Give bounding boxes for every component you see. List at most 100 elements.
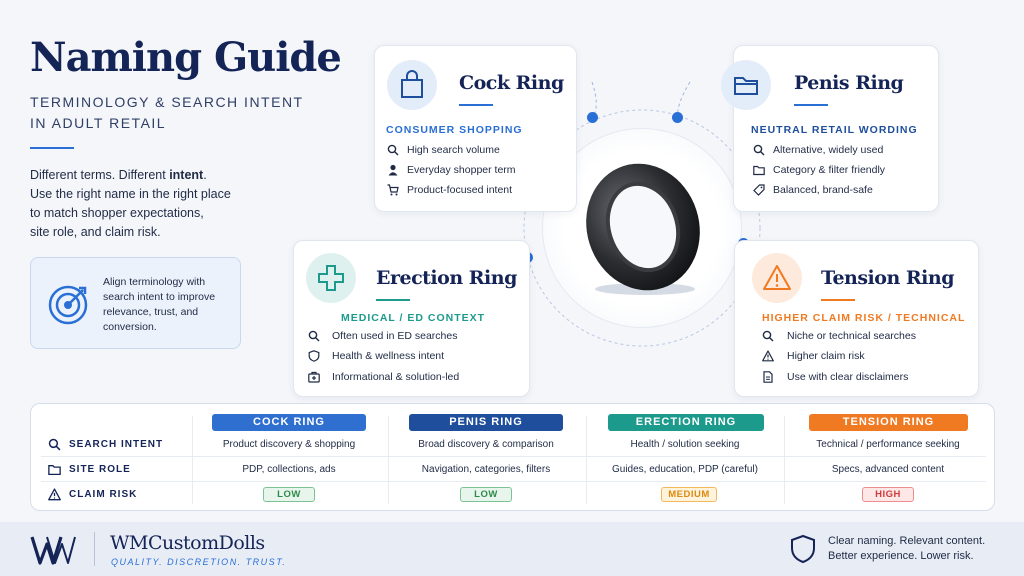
card-title: Erection Ring xyxy=(376,267,517,289)
feature-text: Balanced, brand-safe xyxy=(773,184,873,196)
row-label-search-intent: SEARCH INTENT xyxy=(69,439,164,450)
search-icon xyxy=(753,144,765,156)
first-aid-icon xyxy=(308,371,320,383)
folder-icon xyxy=(48,465,61,476)
shopping-bag-icon xyxy=(401,70,423,98)
title-underline xyxy=(794,104,828,106)
intro-text: Different terms. Different intent. Use t… xyxy=(30,166,270,242)
intro-line-1c: . xyxy=(203,168,207,182)
table-cell: Product discovery & shopping xyxy=(222,439,356,450)
callout-text: Align terminology with search intent to … xyxy=(103,276,216,333)
connector-dot-top-right xyxy=(672,112,683,123)
row-divider xyxy=(41,456,986,457)
page-subtitle: TERMINOLOGY & SEARCH INTENT IN ADULT RET… xyxy=(30,92,310,134)
warning-icon xyxy=(762,350,774,362)
column-divider xyxy=(784,416,785,504)
title-underline xyxy=(459,104,493,106)
brand-name: WMCustomDolls xyxy=(110,532,265,554)
comparison-table: COCK RING PENIS RING ERECTION RING TENSI… xyxy=(30,403,995,511)
column-header-penis-ring: PENIS RING xyxy=(409,414,563,431)
intro-line-2: Use the right name in the right place xyxy=(30,187,231,201)
folder-icon xyxy=(734,77,758,95)
intro-line-1b: intent xyxy=(169,168,204,182)
search-icon xyxy=(762,330,774,342)
warning-icon xyxy=(763,265,791,290)
card-title: Tension Ring xyxy=(821,267,954,289)
row-divider xyxy=(41,481,986,482)
feature-text: Alternative, widely used xyxy=(773,144,884,156)
table-cell: Navigation, categories, filters xyxy=(421,464,551,475)
slogan-line-2: Better experience. Lower risk. xyxy=(828,550,974,562)
column-divider xyxy=(586,416,587,504)
intro-line-1a: Different terms. Different xyxy=(30,168,170,182)
table-cell: Technical / performance seeking xyxy=(816,439,960,450)
folder-icon xyxy=(753,165,765,176)
feature-text: Higher claim risk xyxy=(787,350,865,362)
slogan-line-1: Clear naming. Relevant content. xyxy=(828,535,986,547)
target-icon xyxy=(48,285,88,325)
footer: WMCustomDolls QUALITY. DISCRETION. TRUST… xyxy=(0,522,1024,576)
table-cell: Broad discovery & comparison xyxy=(418,439,554,450)
title-divider xyxy=(30,147,74,149)
card-cock-ring: Cock Ring CONSUMER SHOPPING High search … xyxy=(374,45,577,212)
brand-tagline: QUALITY. DISCRETION. TRUST. xyxy=(111,557,287,567)
card-penis-ring: Penis Ring NEUTRAL RETAIL WORDING Altern… xyxy=(721,45,939,212)
card-category: MEDICAL / ED CONTEXT xyxy=(341,312,486,324)
subtitle-line-1: TERMINOLOGY & SEARCH INTENT xyxy=(30,94,304,110)
intro-line-3: to match shopper expectations, xyxy=(30,206,204,220)
shield-icon xyxy=(308,350,320,362)
feature-text: Health & wellness intent xyxy=(332,350,445,362)
connector-dot-top-left xyxy=(587,112,598,123)
card-icon-circle xyxy=(306,253,356,303)
card-tension-ring: Tension Ring HIGHER CLAIM RISK / TECHNIC… xyxy=(734,240,979,397)
shield-icon xyxy=(791,534,815,564)
search-icon xyxy=(308,330,320,342)
column-header-erection-ring: ERECTION RING xyxy=(608,414,764,431)
user-icon xyxy=(388,164,398,176)
column-divider xyxy=(388,416,389,504)
risk-badge-medium: MEDIUM xyxy=(661,487,717,502)
card-erection-ring: Erection Ring MEDICAL / ED CONTEXT Often… xyxy=(293,240,530,397)
card-category: HIGHER CLAIM RISK / TECHNICAL xyxy=(762,312,966,324)
feature-text: Category & filter friendly xyxy=(773,164,886,176)
column-header-cock-ring: COCK RING xyxy=(212,414,366,431)
card-title: Cock Ring xyxy=(459,72,564,94)
cart-icon xyxy=(387,184,399,196)
callout-box: Align terminology with search intent to … xyxy=(30,257,241,349)
card-category: CONSUMER SHOPPING xyxy=(386,124,523,136)
column-header-tension-ring: TENSION RING xyxy=(809,414,968,431)
ring-image xyxy=(586,163,700,295)
search-icon xyxy=(48,438,61,451)
brand-logo xyxy=(30,536,76,565)
brand-separator xyxy=(94,532,95,566)
feature-text: Product-focused intent xyxy=(407,184,513,196)
title-underline xyxy=(821,299,855,301)
feature-text: Niche or technical searches xyxy=(787,330,916,342)
feature-text: High search volume xyxy=(407,144,500,156)
risk-badge-high: HIGH xyxy=(862,487,914,502)
warning-icon xyxy=(48,488,61,501)
feature-text: Informational & solution-led xyxy=(332,371,460,383)
card-icon-circle xyxy=(752,253,802,303)
table-cell: PDP, collections, ads xyxy=(242,464,336,475)
tag-icon xyxy=(753,184,765,196)
table-cell: Specs, advanced content xyxy=(831,464,945,475)
card-category: NEUTRAL RETAIL WORDING xyxy=(751,124,918,136)
column-divider xyxy=(192,416,193,504)
search-icon xyxy=(387,144,399,156)
footer-slogan: Clear naming. Relevant content. Better e… xyxy=(828,534,1008,564)
feature-text: Everyday shopper term xyxy=(407,164,516,176)
card-title: Penis Ring xyxy=(794,72,904,94)
table-cell: Health / solution seeking xyxy=(630,439,740,450)
row-label-claim-risk: CLAIM RISK xyxy=(69,489,138,500)
card-icon-circle xyxy=(721,60,771,110)
risk-badge-low: LOW xyxy=(460,487,512,502)
subtitle-line-2: IN ADULT RETAIL xyxy=(30,115,167,131)
risk-badge-low: LOW xyxy=(263,487,315,502)
document-icon xyxy=(763,371,773,383)
row-label-site-role: SITE ROLE xyxy=(69,464,131,475)
table-cell: Guides, education, PDP (careful) xyxy=(611,464,758,475)
medical-cross-icon xyxy=(318,265,344,291)
title-underline xyxy=(376,299,410,301)
